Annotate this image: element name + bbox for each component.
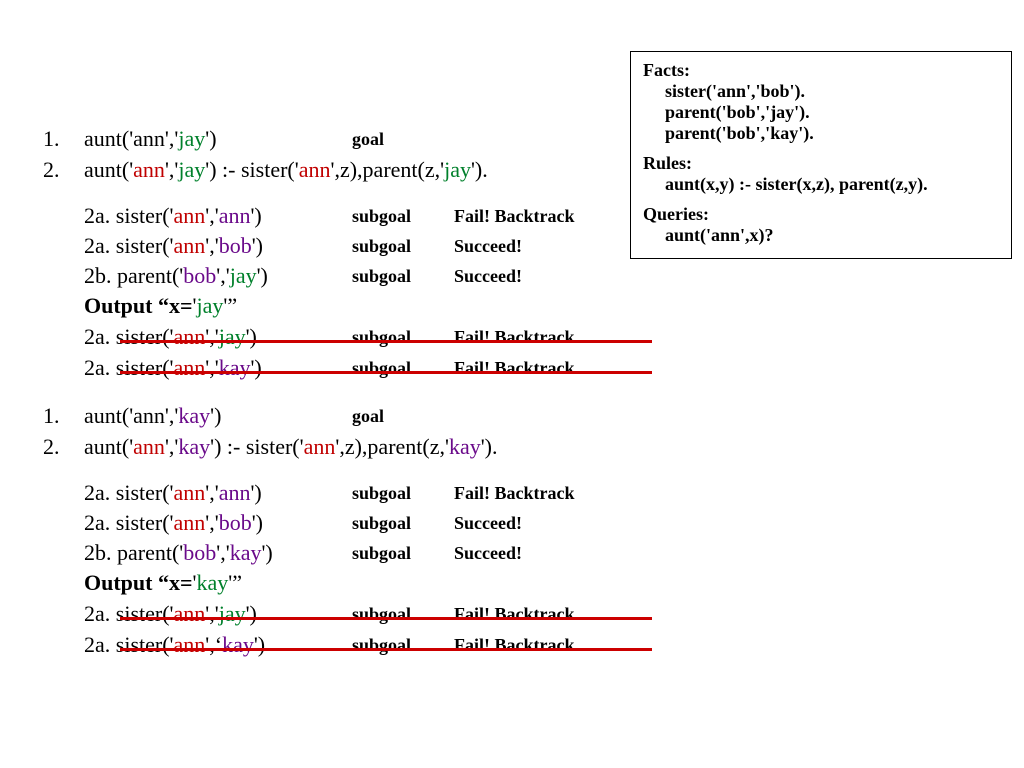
subgoal-line: 2a. sister('ann','bob') subgoal Succeed! <box>0 508 1024 538</box>
fact-line: sister('ann','bob'). <box>665 81 806 101</box>
strikethrough-line <box>120 617 652 620</box>
subgoal-result: Fail! Backtrack <box>454 635 575 655</box>
step-number: 2. <box>43 434 60 459</box>
subgoal-tag: subgoal <box>352 604 412 624</box>
subgoal-line: 2b. parent('bob','jay') subgoal Succeed! <box>0 261 1024 291</box>
step-number: 1. <box>43 403 60 428</box>
subgoal-result: Fail! Backtrack <box>454 604 575 624</box>
output-text: Output “x='jay'” <box>84 293 238 318</box>
step-number: 2. <box>43 157 60 182</box>
fact-line: parent('bob','jay'). <box>665 102 810 122</box>
queries-heading: Queries: <box>643 204 709 224</box>
subgoal-line: 2a. sister('ann','ann') subgoal Fail! Ba… <box>0 201 1024 231</box>
subgoal-tag: subgoal <box>352 543 412 563</box>
step-number: 1. <box>43 126 60 151</box>
subgoal-tag: subgoal <box>352 635 412 655</box>
subgoal-result: Fail! Backtrack <box>454 206 575 226</box>
rule-text: aunt('ann','jay') :- sister('ann',z),par… <box>84 157 488 182</box>
subgoal-result: Succeed! <box>454 543 522 563</box>
subgoal-text: 2a. sister('ann',‘kay') <box>84 632 266 657</box>
subgoal-text: 2a. sister('ann','ann') <box>84 203 262 228</box>
subgoal-text: 2a. sister('ann','jay') <box>84 324 257 349</box>
subgoal-tag: subgoal <box>352 327 412 347</box>
goal-line: 1. aunt('ann','jay') goal <box>0 124 1024 154</box>
subgoal-tag: subgoal <box>352 206 412 226</box>
subgoal-text: 2a. sister('ann','bob') <box>84 233 263 258</box>
rule-text: aunt('ann','kay') :- sister('ann',z),par… <box>84 434 498 459</box>
subgoal-line: 2a. sister('ann','ann') subgoal Fail! Ba… <box>0 478 1024 508</box>
subgoal-result: Succeed! <box>454 266 522 286</box>
subgoal-text: 2b. parent('bob','kay') <box>84 540 273 565</box>
subgoal-tag: subgoal <box>352 358 412 378</box>
subgoal-result: Fail! Backtrack <box>454 483 575 503</box>
goal-text: aunt('ann','kay') <box>84 403 222 428</box>
goal-text: aunt('ann','jay') <box>84 126 217 151</box>
output-line: Output “x='jay'” <box>0 291 1024 321</box>
facts-heading: Facts: <box>643 60 690 80</box>
subgoal-text: 2b. parent('bob','jay') <box>84 263 268 288</box>
rule-line: 2. aunt('ann','jay') :- sister('ann',z),… <box>0 155 1024 185</box>
subgoal-result: Fail! Backtrack <box>454 358 575 378</box>
goal-tag: goal <box>352 129 385 149</box>
subgoal-line: 2a. sister('ann','bob') subgoal Succeed! <box>0 231 1024 261</box>
rule-line: aunt(x,y) :- sister(x,z), parent(z,y). <box>665 174 928 194</box>
subgoal-tag: subgoal <box>352 266 412 286</box>
subgoal-tag: subgoal <box>352 236 412 256</box>
rule-line: 2. aunt('ann','kay') :- sister('ann',z),… <box>0 432 1024 462</box>
subgoal-result: Succeed! <box>454 513 522 533</box>
subgoal-result: Succeed! <box>454 236 522 256</box>
output-line: Output “x='kay'” <box>0 568 1024 598</box>
subgoal-text: 2a. sister('ann','kay') <box>84 355 262 380</box>
subgoal-text: 2a. sister('ann','jay') <box>84 601 257 626</box>
subgoal-text: 2a. sister('ann','bob') <box>84 510 263 535</box>
subgoal-line: 2b. parent('bob','kay') subgoal Succeed! <box>0 538 1024 568</box>
subgoal-tag: subgoal <box>352 513 412 533</box>
rules-heading: Rules: <box>643 153 692 173</box>
strikethrough-line <box>120 340 652 343</box>
struck-subgoal-line: 2a. sister('ann','jay') subgoal Fail! Ba… <box>0 322 1024 352</box>
goal-tag: goal <box>352 406 385 426</box>
goal-line: 1. aunt('ann','kay') goal <box>0 401 1024 431</box>
query-line: aunt('ann',x)? <box>665 225 774 245</box>
subgoal-result: Fail! Backtrack <box>454 327 575 347</box>
struck-subgoal-line: 2a. sister('ann',‘kay') subgoal Fail! Ba… <box>0 630 1024 660</box>
strikethrough-line <box>120 648 652 651</box>
subgoal-text: 2a. sister('ann','ann') <box>84 480 262 505</box>
knowledge-base-box: Facts: sister('ann','bob'). parent('bob'… <box>630 51 1012 259</box>
struck-subgoal-line: 2a. sister('ann','jay') subgoal Fail! Ba… <box>0 599 1024 629</box>
strikethrough-line <box>120 371 652 374</box>
output-text: Output “x='kay'” <box>84 570 242 595</box>
struck-subgoal-line: 2a. sister('ann','kay') subgoal Fail! Ba… <box>0 353 1024 383</box>
subgoal-tag: subgoal <box>352 483 412 503</box>
fact-line: parent('bob','kay'). <box>665 123 814 143</box>
